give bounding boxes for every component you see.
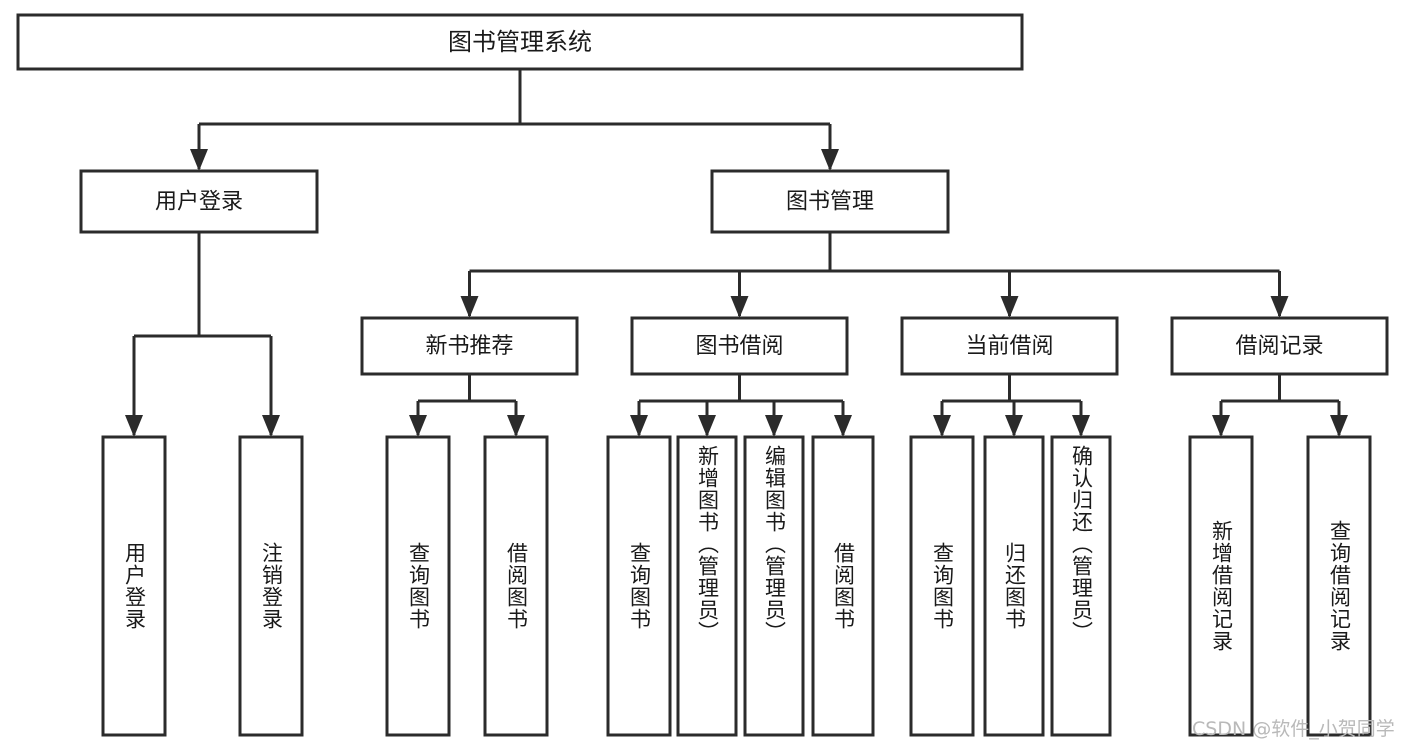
arrow-head-icon-leaf-user-logout: [262, 415, 280, 437]
node-label-book-manage: 图书管理: [786, 190, 874, 215]
arrow-head-icon-leaf-borrow-book: [834, 415, 852, 437]
node-box-leaf-user-login[interactable]: [101, 435, 167, 737]
node-box-current-borrow[interactable]: [900, 316, 1119, 376]
arrow-head-icon-leaf-add-record: [1212, 415, 1230, 437]
arrow-head-icon-leaf-query-book-rec: [409, 415, 427, 437]
arrow-head-icon-leaf-borrow-book-rec: [507, 415, 525, 437]
node-box-leaf-borrow-book-rec[interactable]: [483, 435, 549, 737]
node-box-leaf-borrow-book[interactable]: [811, 435, 875, 737]
node-box-leaf-query-record[interactable]: [1306, 435, 1372, 737]
node-box-leaf-query-book-borrow[interactable]: [606, 435, 672, 737]
arrow-head-icon-borrow-record: [1270, 296, 1289, 318]
arrow-head-icon-leaf-query-record: [1330, 415, 1348, 437]
arrow-head-icon-current-borrow: [1000, 296, 1019, 318]
connectors-layer: [125, 69, 1348, 437]
arrow-head-icon-user-login: [190, 149, 208, 171]
node-label-user-login: 用户登录: [155, 190, 243, 215]
arrow-head-icon-new-book-rec: [460, 296, 479, 318]
node-box-leaf-add-book[interactable]: [676, 435, 738, 737]
node-box-leaf-query-book-current[interactable]: [909, 435, 975, 737]
arrow-head-icon-leaf-confirm-return: [1072, 415, 1090, 437]
node-box-new-book-rec[interactable]: [360, 316, 579, 376]
node-box-leaf-edit-book[interactable]: [743, 435, 805, 737]
node-label-new-book-rec: 新书推荐: [425, 334, 513, 359]
node-box-root[interactable]: [16, 13, 1024, 71]
arrow-head-icon-leaf-query-book-borrow: [630, 415, 648, 437]
node-label-borrow-record: 借阅记录: [1235, 334, 1323, 359]
node-box-book-manage[interactable]: [710, 169, 950, 234]
node-box-user-login[interactable]: [79, 169, 319, 234]
arrow-head-icon-leaf-edit-book: [765, 415, 783, 437]
node-box-leaf-add-record[interactable]: [1188, 435, 1254, 737]
arrow-head-icon-leaf-query-book-current: [933, 415, 951, 437]
arrow-head-icon-book-borrow: [730, 296, 749, 318]
node-box-book-borrow[interactable]: [630, 316, 849, 376]
arrow-head-icon-leaf-return-book: [1005, 415, 1023, 437]
node-box-leaf-confirm-return[interactable]: [1050, 435, 1112, 737]
arrow-head-icon-book-manage: [821, 149, 839, 171]
boxes-layer: [16, 13, 1389, 737]
node-label-root: 图书管理系统: [448, 28, 592, 56]
arrow-head-icon-leaf-user-login: [125, 415, 143, 437]
node-box-borrow-record[interactable]: [1170, 316, 1389, 376]
node-box-leaf-user-logout[interactable]: [238, 435, 304, 737]
arrow-head-icon-leaf-add-book: [698, 415, 716, 437]
node-box-leaf-query-book-rec[interactable]: [385, 435, 451, 737]
node-label-book-borrow: 图书借阅: [695, 334, 783, 359]
node-label-current-borrow: 当前借阅: [965, 334, 1053, 359]
node-box-leaf-return-book[interactable]: [983, 435, 1045, 737]
